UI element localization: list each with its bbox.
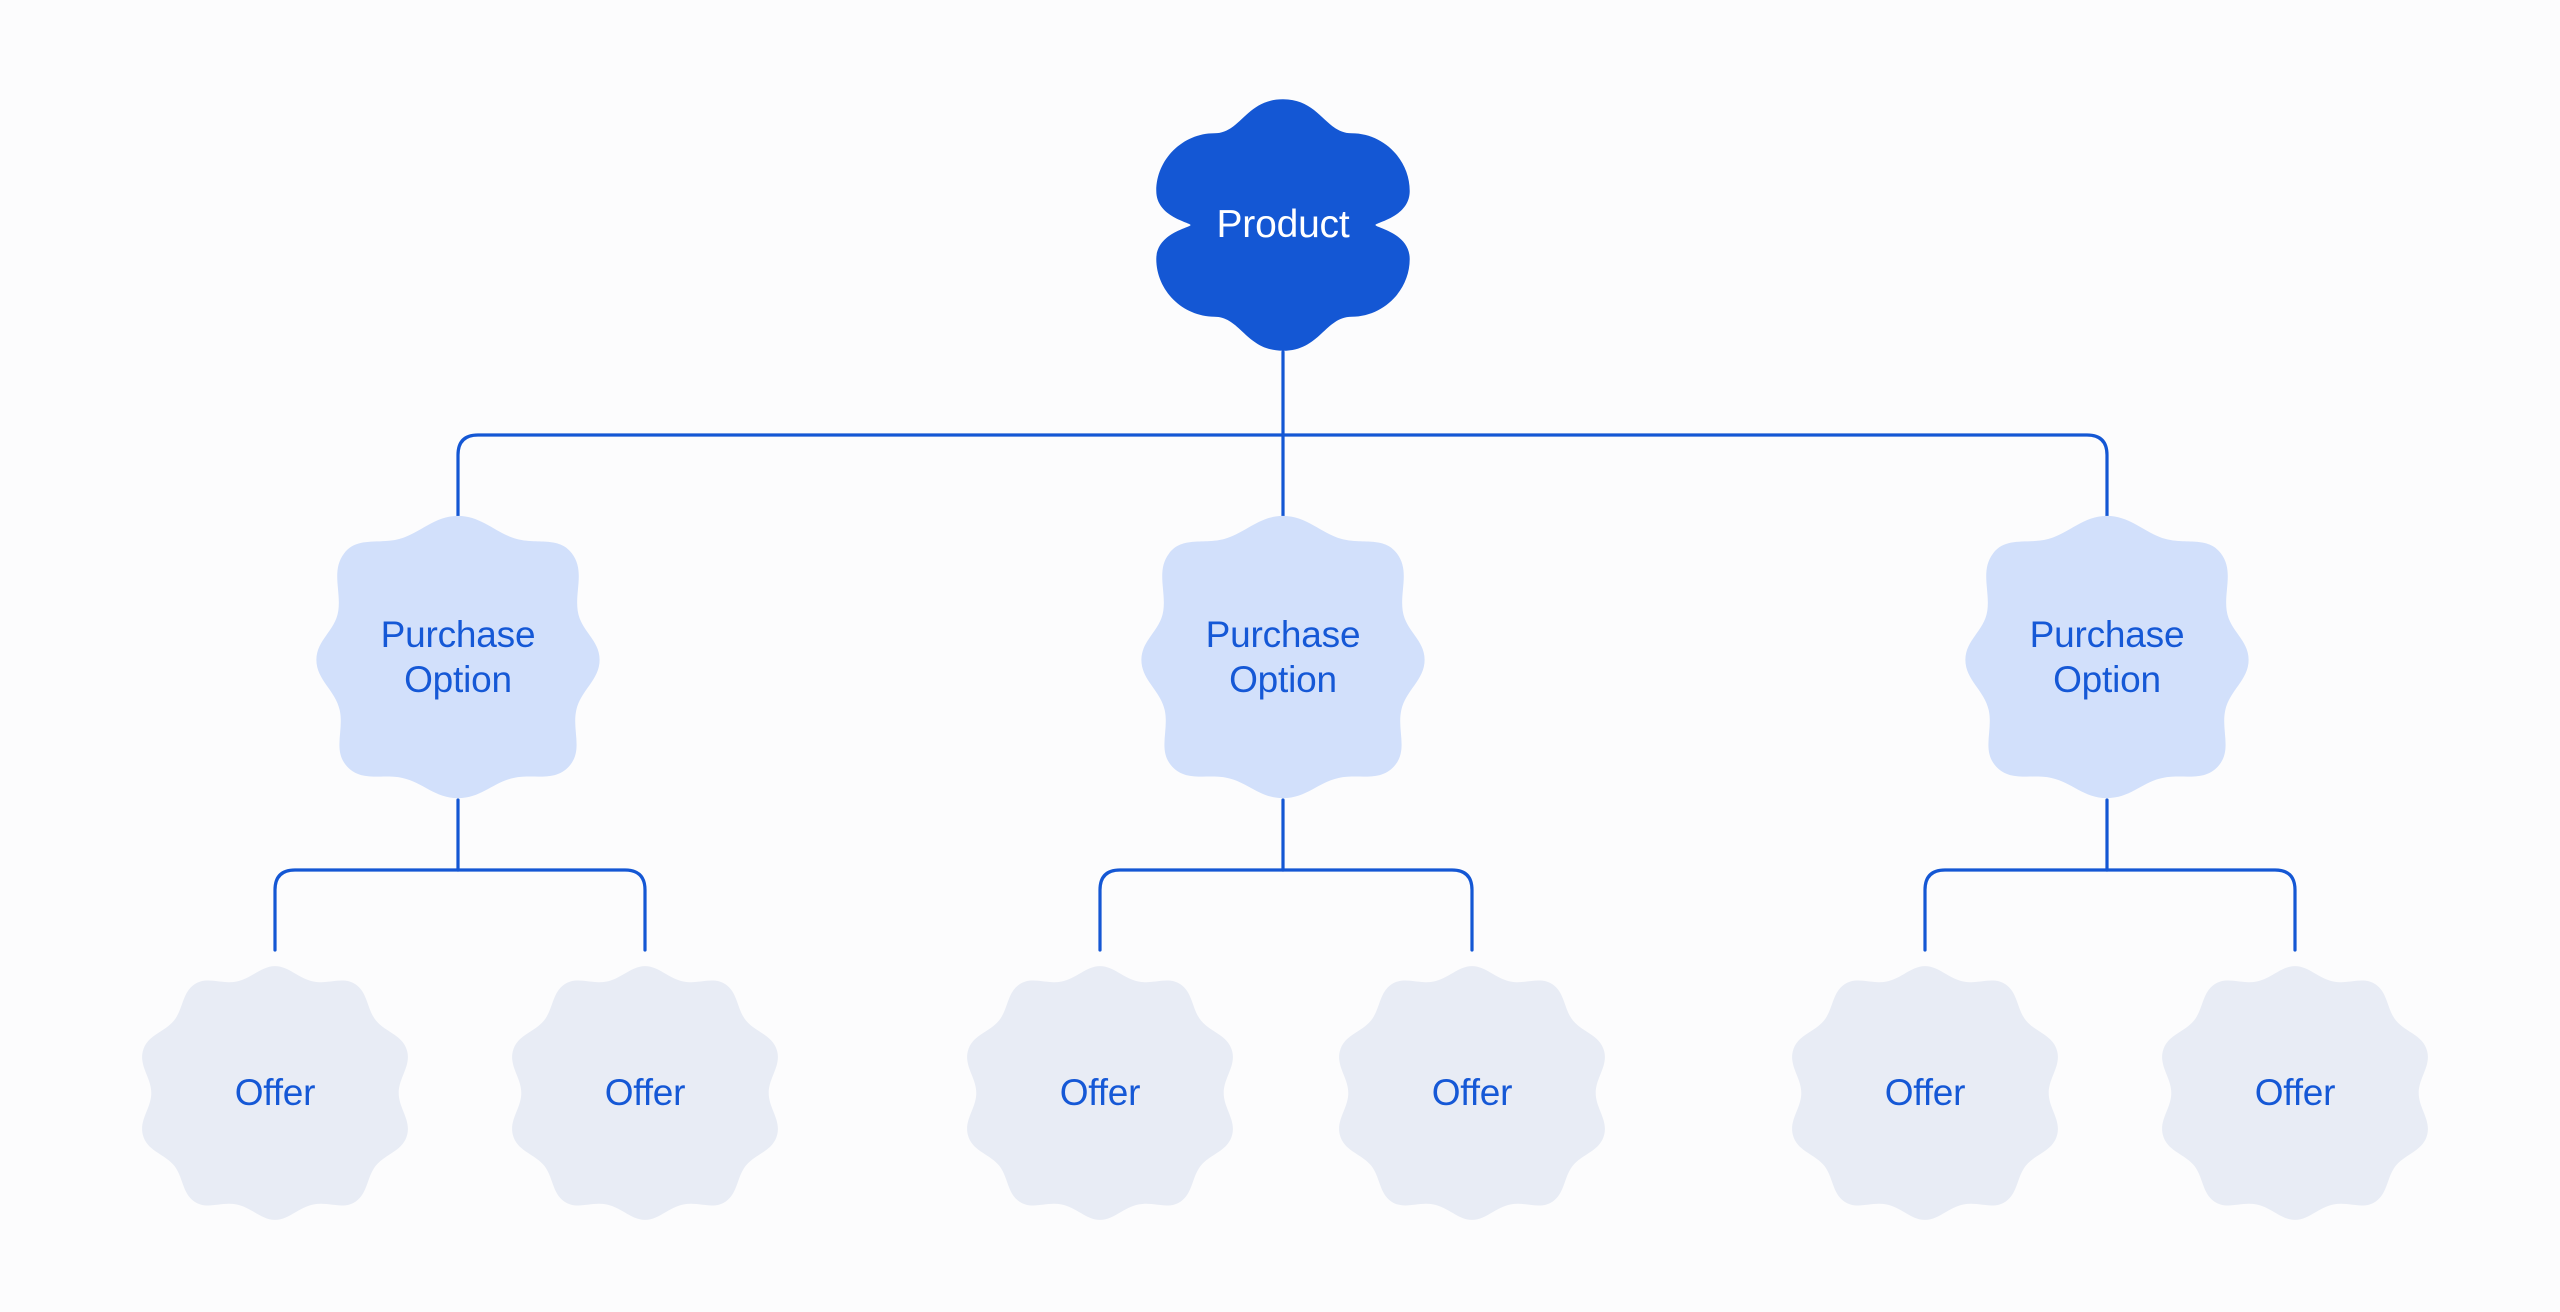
node-offer-1-label: Offer — [234, 1072, 316, 1114]
node-offer-2[interactable]: Offer — [506, 952, 784, 1234]
offer-scallop-shape — [1339, 966, 1605, 1220]
purchase-option-flower-shape — [1965, 515, 2249, 799]
node-product[interactable]: Product — [1151, 94, 1415, 356]
offer-scallop-shape — [1792, 966, 2058, 1220]
node-offer-4[interactable]: Offer — [1333, 952, 1611, 1234]
node-product-label: Product — [1216, 203, 1350, 247]
offer-scallop-shape — [2162, 966, 2428, 1220]
node-offer-1[interactable]: Offer — [136, 952, 414, 1234]
product-blob-shape — [1156, 99, 1410, 351]
offer-scallop-shape — [967, 966, 1233, 1220]
node-purchase-option-3-label: Purchase Option — [2029, 613, 2185, 700]
purchase-option-flower-shape — [316, 515, 600, 799]
node-purchase-option-1[interactable]: Purchase Option — [312, 513, 604, 801]
node-purchase-option-2-label: Purchase Option — [1205, 613, 1361, 700]
offer-scallop-shape — [142, 966, 408, 1220]
node-offer-3-label: Offer — [1059, 1072, 1141, 1114]
node-offer-2-label: Offer — [604, 1072, 686, 1114]
node-offer-4-label: Offer — [1431, 1072, 1513, 1114]
node-purchase-option-1-label: Purchase Option — [380, 613, 536, 700]
node-offer-6-label: Offer — [2254, 1072, 2336, 1114]
node-offer-3[interactable]: Offer — [961, 952, 1239, 1234]
purchase-option-flower-shape — [1141, 515, 1425, 799]
node-offer-6[interactable]: Offer — [2156, 952, 2434, 1234]
node-offer-5-label: Offer — [1884, 1072, 1966, 1114]
node-offer-5[interactable]: Offer — [1786, 952, 2064, 1234]
node-purchase-option-3[interactable]: Purchase Option — [1961, 513, 2253, 801]
offer-scallop-shape — [512, 966, 778, 1220]
node-purchase-option-2[interactable]: Purchase Option — [1137, 513, 1429, 801]
